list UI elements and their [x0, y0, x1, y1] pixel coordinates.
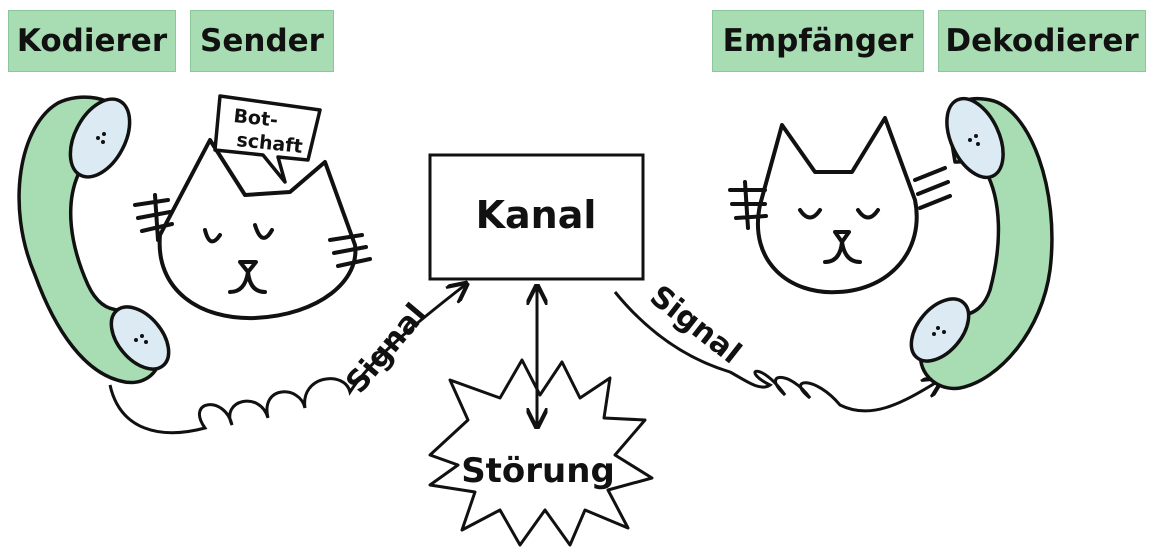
empfaenger-label: Empfänger [712, 10, 924, 72]
kodierer-label: Kodierer [8, 10, 176, 72]
signal-left-text: Signal [339, 297, 433, 400]
dekodierer-label: Dekodierer [938, 10, 1146, 72]
kanal-box [428, 153, 645, 281]
sender-text: Sender [200, 23, 324, 59]
stoerung-text: Störung [461, 451, 615, 491]
right-signal-cord [613, 291, 940, 413]
right-phone-receiver-icon [909, 96, 1054, 391]
dekodierer-text: Dekodierer [945, 23, 1139, 59]
left-signal-cord [108, 285, 465, 435]
kodierer-text: Kodierer [16, 23, 168, 59]
left-phone-receiver-icon [17, 95, 171, 385]
stoerung-star [428, 358, 654, 547]
receiver-cat-icon [728, 116, 952, 295]
sender-cat-icon [133, 138, 372, 321]
kanal-text: Kanal [476, 193, 597, 237]
sender-label: Sender [190, 10, 334, 72]
botschaft-bubble [213, 94, 322, 184]
empfaenger-text: Empfänger [722, 23, 914, 59]
botschaft-line1: Bot- [232, 105, 279, 132]
